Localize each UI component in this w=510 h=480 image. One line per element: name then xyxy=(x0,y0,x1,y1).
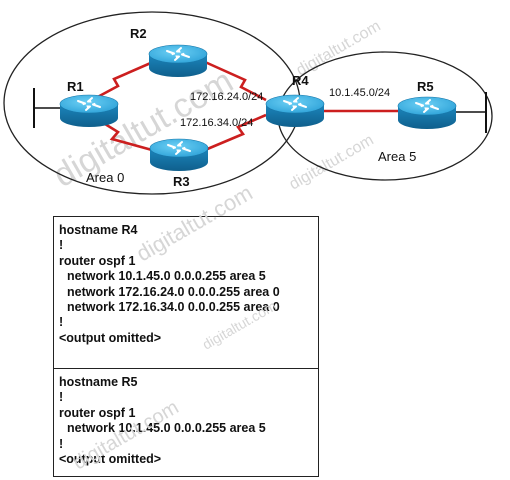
config-line: hostname R4 xyxy=(59,223,138,237)
link-r2-r4 xyxy=(204,60,267,102)
router-r3-icon xyxy=(149,138,209,172)
topology-diagram: digitaltut.com digitaltut.com digitaltut… xyxy=(3,11,493,195)
config-line: network 10.1.45.0 0.0.0.255 area 5 xyxy=(67,269,266,284)
network-label-172-16-24: 172.16.24.0/24 xyxy=(190,91,263,103)
r4-config-box: hostname R4 ! router ospf 1 network 10.1… xyxy=(53,216,319,368)
config-line: network 172.16.24.0 0.0.0.255 area 0 xyxy=(67,284,280,299)
config-line: ! xyxy=(59,315,64,330)
network-label-10-1-45: 10.1.45.0/24 xyxy=(329,87,390,99)
router-label-r2: R2 xyxy=(130,26,147,41)
config-line: hostname R5 xyxy=(59,375,138,389)
config-line: router ospf 1 xyxy=(59,405,136,420)
config-line: ! xyxy=(59,238,64,253)
config-line: network 172.16.34.0 0.0.0.255 area 0 xyxy=(67,299,280,314)
config-line: <output omitted> xyxy=(59,451,162,466)
watermark-text: digitaltut.com xyxy=(287,132,377,194)
config-line: network 10.1.45.0 0.0.0.255 area 5 xyxy=(67,421,266,436)
router-label-r3: R3 xyxy=(173,174,190,189)
area-5-label: Area 5 xyxy=(378,149,416,164)
router-r4-icon xyxy=(265,94,325,128)
config-line: ! xyxy=(59,390,64,405)
router-r2-icon xyxy=(148,44,208,78)
link-r1-r2 xyxy=(91,60,154,102)
r5-config-box: hostname R5 ! router ospf 1 network 10.1… xyxy=(53,368,319,477)
config-line: router ospf 1 xyxy=(59,253,136,268)
link-r3-r4 xyxy=(204,113,267,152)
config-line: <output omitted> xyxy=(59,330,162,345)
network-label-172-16-34: 172.16.34.0/24 xyxy=(180,117,253,129)
router-r5-icon xyxy=(397,96,457,130)
router-label-r5: R5 xyxy=(417,79,434,94)
area-0-label: Area 0 xyxy=(86,170,124,185)
config-line: ! xyxy=(59,436,64,451)
router-label-r1: R1 xyxy=(67,79,84,94)
router-r1-icon xyxy=(59,94,119,128)
router-label-r4: R4 xyxy=(292,73,309,88)
watermark-text: digitaltut.com xyxy=(294,18,384,80)
